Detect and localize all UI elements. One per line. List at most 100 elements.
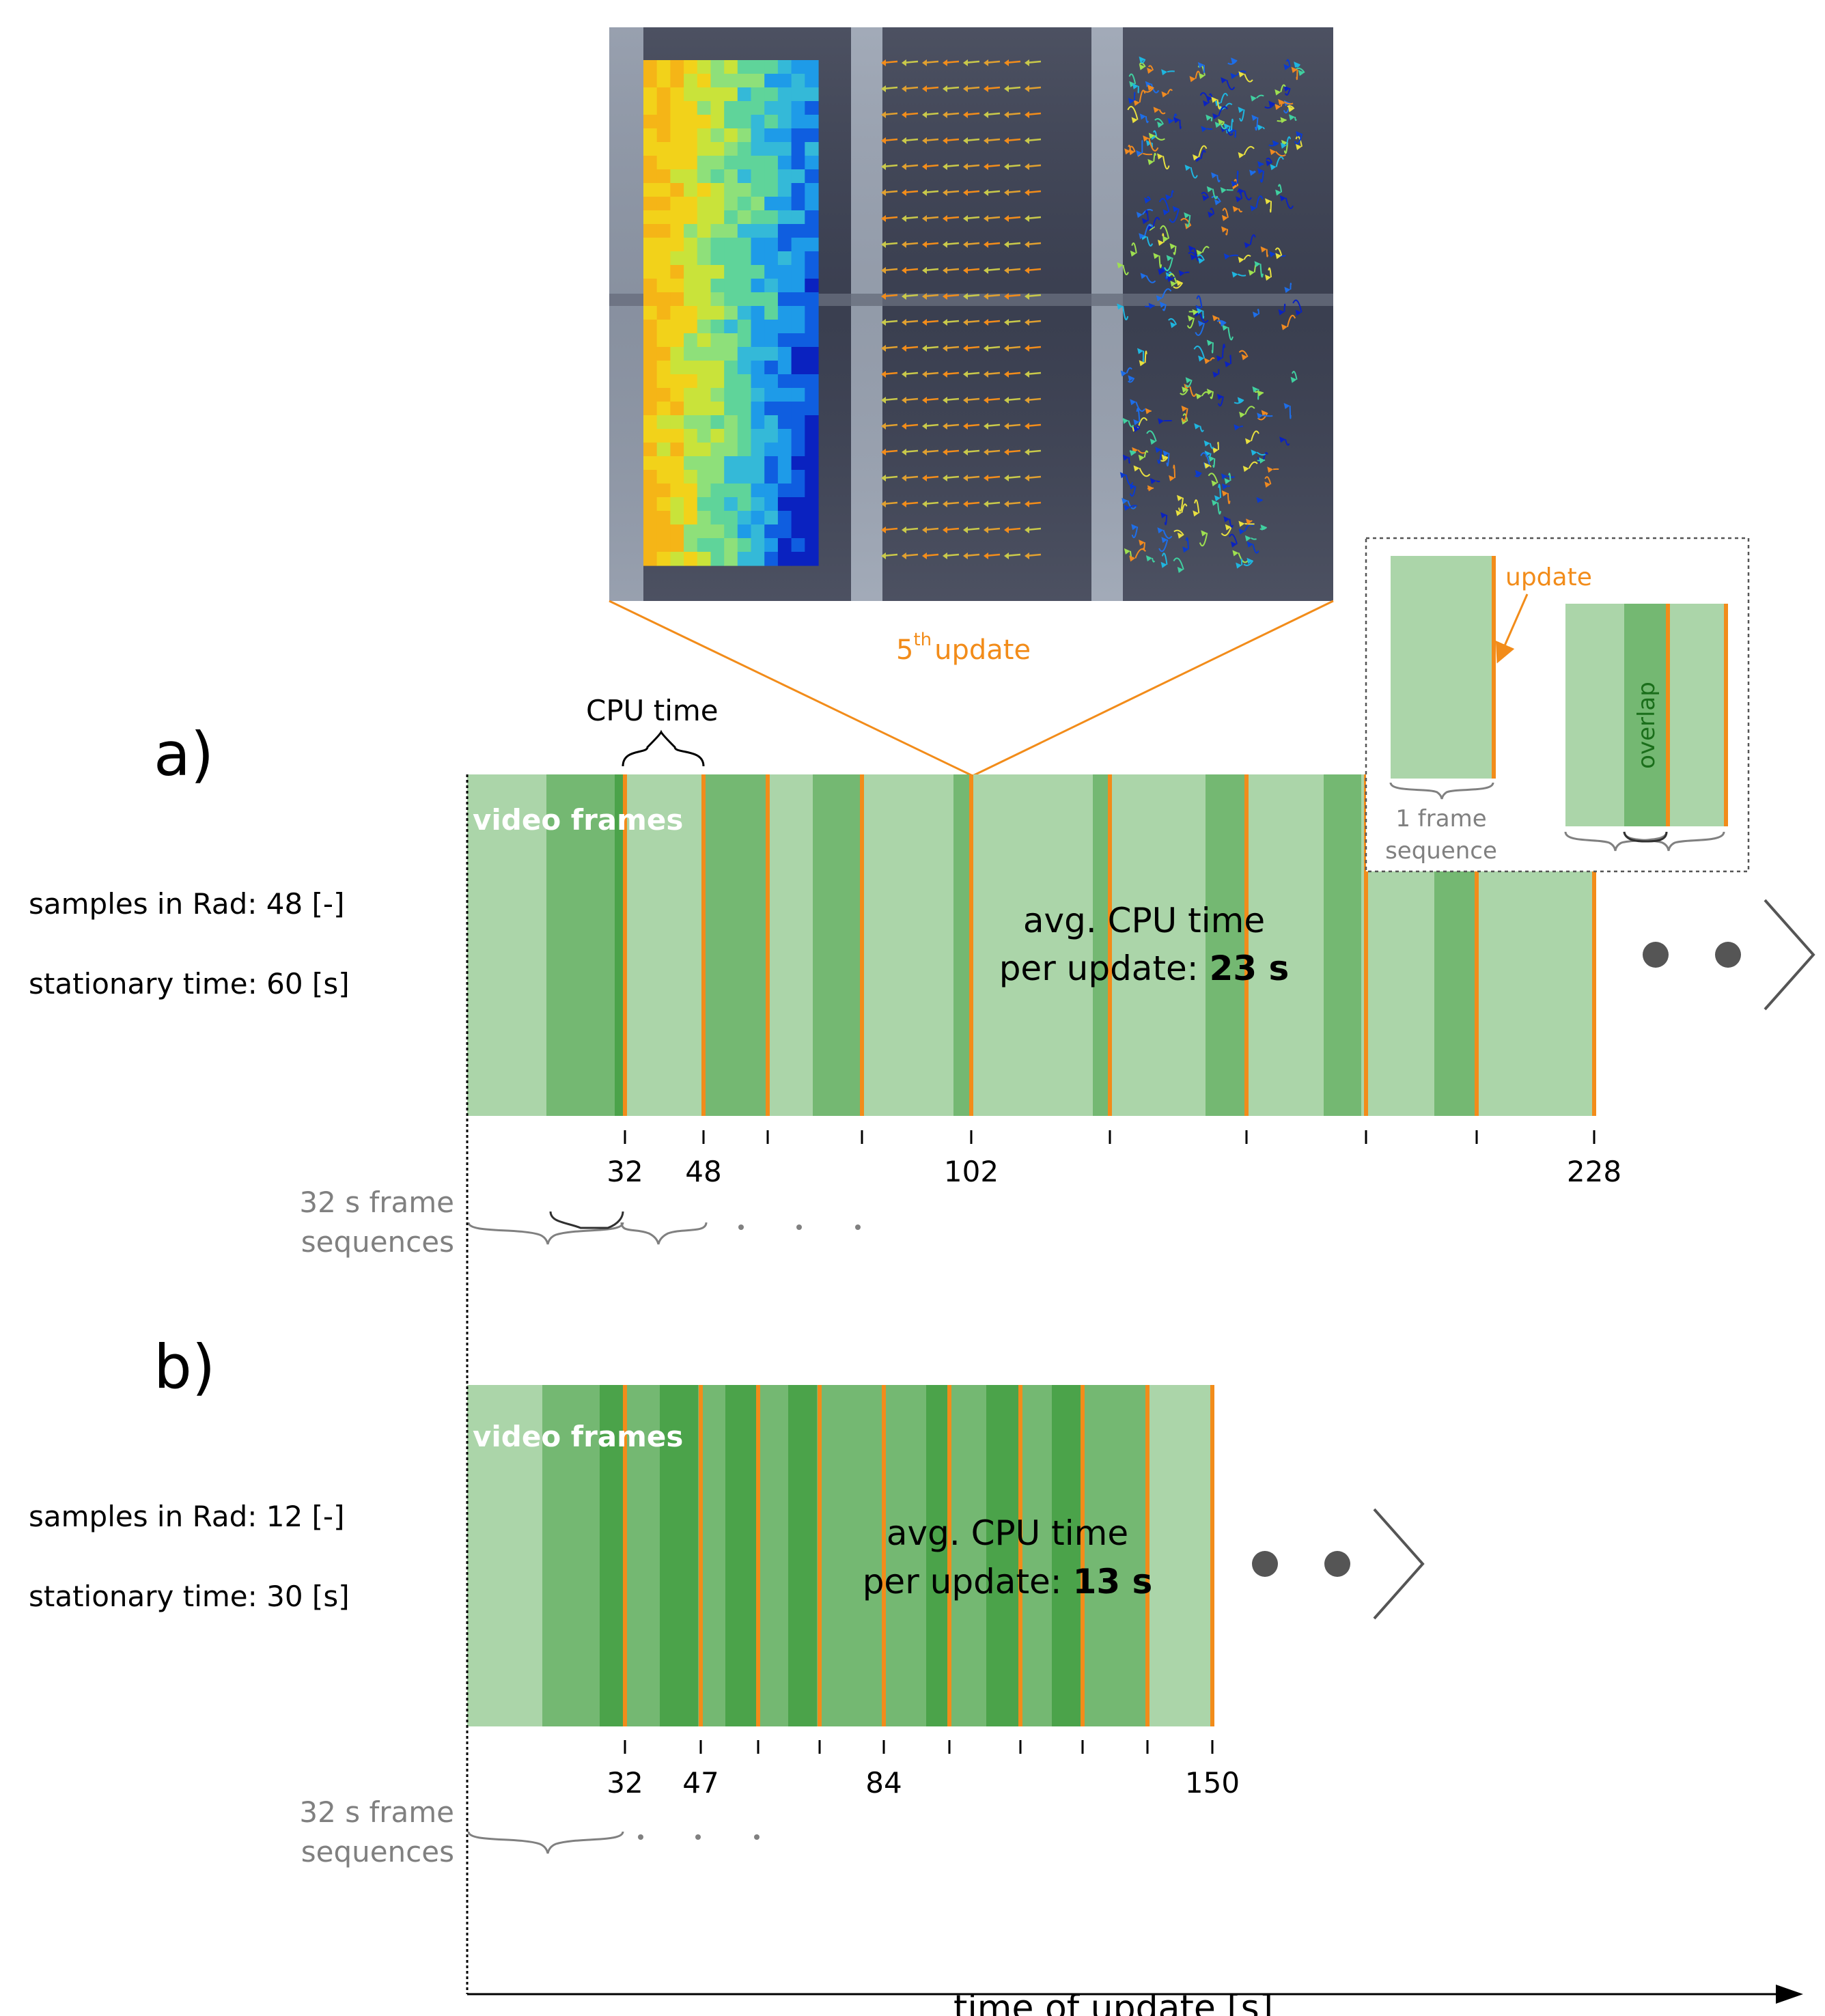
- frame-segment: [623, 1385, 660, 1726]
- frame-segment: [615, 774, 625, 1116]
- trajectory-arrowhead: [1136, 212, 1143, 219]
- heatmap-cell: [724, 183, 738, 197]
- trajectory-path: [1164, 257, 1173, 272]
- frame-segment: [986, 1385, 1020, 1726]
- heatmap-cell: [805, 402, 819, 416]
- heatmap-cell: [777, 115, 792, 129]
- trajectory-path: [1210, 391, 1214, 400]
- heatmap-cell: [643, 429, 658, 443]
- trajectory-arrowhead: [1206, 339, 1213, 346]
- trajectory-path: [1237, 273, 1246, 277]
- heatmap-cell: [656, 197, 671, 211]
- velocity-arrowhead: [943, 111, 947, 118]
- velocity-arrowhead: [1004, 85, 1009, 92]
- trajectory-path: [1222, 208, 1229, 218]
- heatmap-cell: [737, 511, 752, 525]
- heatmap-cell: [670, 156, 684, 170]
- trajectory-arrowhead: [1211, 172, 1218, 179]
- heatmap-cell: [724, 101, 738, 115]
- heatmap-cell: [670, 456, 684, 471]
- velocity-arrowhead: [902, 85, 906, 92]
- trajectory-path: [1295, 135, 1302, 147]
- trajectory-path: [1234, 130, 1237, 138]
- trajectory-path: [1128, 420, 1134, 428]
- heatmap-cell: [791, 169, 805, 184]
- trajectory-arrowhead: [1279, 436, 1286, 443]
- heatmap-cell: [656, 374, 671, 389]
- inset-update-label: update: [1505, 563, 1592, 591]
- trajectory-arrowhead: [1117, 262, 1124, 268]
- trajectory-arrowhead: [1136, 150, 1143, 156]
- trajectory-arrowhead: [1177, 567, 1184, 573]
- trajectory-arrowhead: [1206, 389, 1213, 395]
- trajectory-arrowhead: [1225, 524, 1231, 531]
- panel-a-letter: a): [154, 719, 214, 789]
- heatmap-cell: [764, 74, 779, 88]
- trajectory-path: [1255, 195, 1264, 208]
- heatmap-cell: [670, 388, 684, 402]
- heatmap-cell: [670, 470, 684, 484]
- trajectory-arrowhead: [1129, 555, 1136, 562]
- trajectory-path: [1144, 223, 1154, 236]
- trajectory-path: [1209, 443, 1214, 449]
- continuation-dot: [738, 1224, 744, 1230]
- frame-segment: [1147, 1385, 1212, 1726]
- trajectory-arrowhead: [1133, 419, 1140, 425]
- heatmap-cell: [791, 101, 805, 115]
- heatmap-cell: [684, 183, 698, 197]
- heatmap-cell: [710, 333, 725, 348]
- heatmap-cell: [805, 333, 819, 348]
- trajectory-path: [1157, 449, 1162, 464]
- heatmap-cell: [751, 142, 765, 156]
- trajectory-path: [1227, 126, 1231, 132]
- trajectory-path: [1221, 121, 1225, 126]
- trajectory-arrowhead: [1133, 465, 1140, 472]
- trajectory-arrowhead: [1122, 417, 1129, 424]
- velocity-arrowhead: [902, 475, 906, 481]
- velocity-arrowhead: [984, 267, 988, 274]
- frame-segment: [1110, 774, 1206, 1116]
- inset-frame-brace: [1389, 782, 1494, 800]
- heatmap-cell: [643, 538, 658, 552]
- trajectory-path: [1244, 524, 1254, 532]
- heatmap-cell: [777, 197, 792, 211]
- heatmap-cell: [710, 470, 725, 484]
- heatmap-cell: [697, 347, 712, 361]
- trajectory-path: [1227, 492, 1231, 505]
- trajectory-arrowhead: [1157, 122, 1164, 128]
- heatmap-cell: [670, 497, 684, 512]
- frame-segment: [949, 1385, 986, 1726]
- trajectory-path: [1143, 450, 1149, 458]
- heatmap-cell: [710, 224, 725, 238]
- heatmap-cell: [751, 279, 765, 293]
- trajectory-path: [1152, 216, 1160, 228]
- trajectory-path: [1275, 156, 1284, 167]
- heatmap-cell: [791, 210, 805, 225]
- trajectory-path: [1239, 425, 1244, 428]
- trajectory-arrowhead: [1133, 425, 1140, 432]
- inset-update-line-3: [1724, 604, 1728, 826]
- velocity-arrowhead: [902, 293, 906, 300]
- heatmap-cell: [697, 429, 712, 443]
- trajectory-arrowhead: [1222, 324, 1229, 331]
- heatmap-cell: [710, 374, 725, 389]
- heatmap-cell: [805, 429, 819, 443]
- heatmap-cell: [805, 224, 819, 238]
- velocity-arrowhead: [881, 137, 886, 144]
- heatmap-cell: [684, 320, 698, 334]
- trajectory-arrowhead: [1254, 261, 1261, 268]
- trajectory-arrowhead: [1223, 516, 1230, 522]
- heatmap-cell: [656, 128, 671, 143]
- velocity-arrowhead: [1004, 215, 1009, 222]
- trajectory-arrowhead: [1142, 218, 1148, 225]
- trajectory-arrowhead: [1257, 168, 1264, 174]
- heatmap-cell: [751, 484, 765, 498]
- heatmap-cell: [684, 511, 698, 525]
- trajectory-path: [1229, 354, 1231, 365]
- heatmap-cell: [684, 169, 698, 184]
- heatmap-cell: [777, 374, 792, 389]
- trajectory-arrowhead: [1167, 117, 1174, 124]
- heatmap-cell: [777, 265, 792, 279]
- heatmap-cell: [777, 524, 792, 539]
- heatmap-cell: [670, 183, 684, 197]
